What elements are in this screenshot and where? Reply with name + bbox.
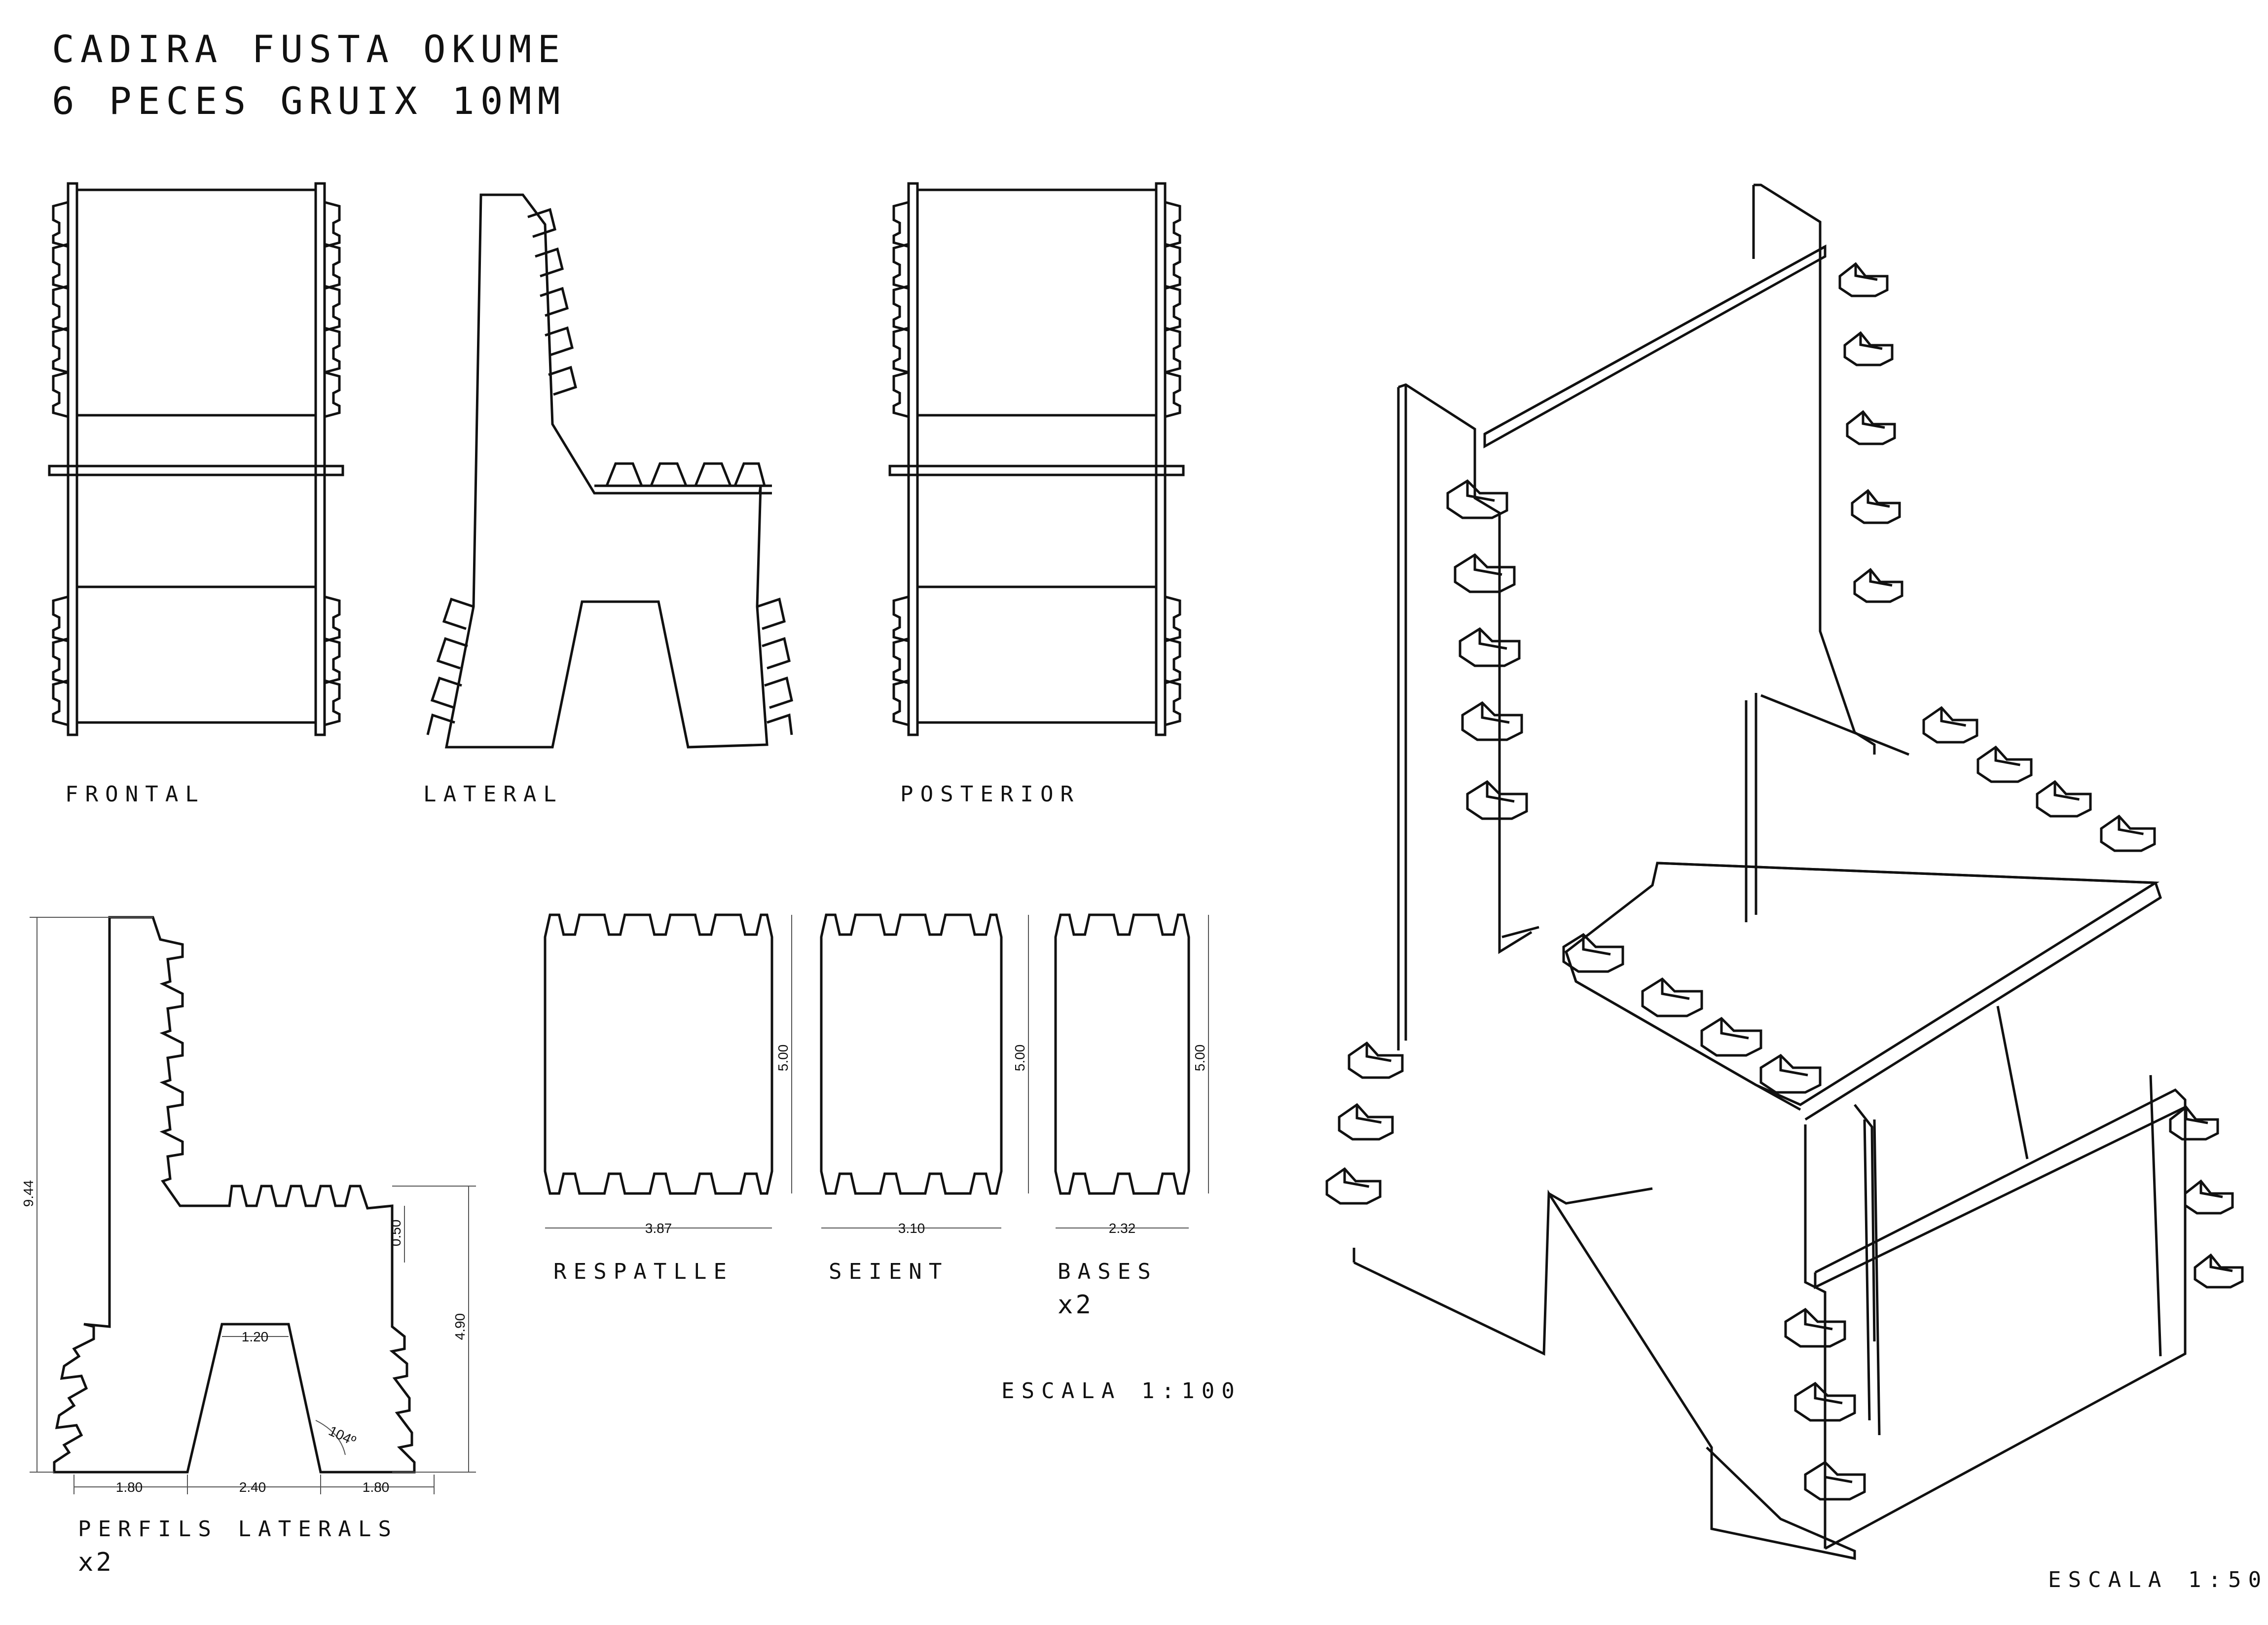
joint-tab <box>1165 595 1181 643</box>
joint-tab <box>52 371 69 418</box>
dim-perfil-base-right: 1.80 <box>363 1480 390 1495</box>
pieces-scale-label: ESCALA 1:100 <box>1001 1378 1242 1404</box>
dim-respatlle-height: 5.00 <box>775 1045 791 1072</box>
seient-piece <box>820 913 1003 1195</box>
posterior-view-label: POSTERIOR <box>900 782 1081 807</box>
isometric-scale-label: ESCALA 1:50 <box>2048 1567 2268 1592</box>
respatlle-label: RESPATLLE <box>553 1259 734 1284</box>
joint-tab <box>52 595 69 643</box>
joint-tab <box>1165 637 1181 685</box>
dimension-values: 9.44 4.90 0.50 1.20 104º 1.80 2.40 1.80 … <box>21 1045 1207 1495</box>
dim-bases-width: 2.32 <box>1109 1221 1136 1236</box>
iso-joint-tab <box>1976 745 2033 783</box>
joint-tab <box>892 243 909 290</box>
iso-joint-tab <box>1641 977 1703 1017</box>
bases-piece <box>1054 913 1190 1195</box>
iso-joint-tab <box>1338 1103 1394 1141</box>
frontal-view-label: FRONTAL <box>65 782 205 807</box>
iso-joint-tab <box>1700 1016 1762 1057</box>
joint-tab <box>892 201 909 248</box>
joint-tab <box>324 201 341 248</box>
joint-tab <box>324 285 341 332</box>
iso-joint-tab <box>1446 479 1508 519</box>
lateral-view-label: LATERAL <box>423 782 563 807</box>
iso-joint-tab <box>2194 1253 2244 1289</box>
joint-tab <box>52 285 69 332</box>
joint-tab <box>1165 285 1181 332</box>
lateral-view <box>426 193 793 749</box>
dim-perfil-seat-offset: 0.50 <box>388 1220 403 1247</box>
iso-joint-tab <box>1454 553 1516 593</box>
dim-seient-height: 5.00 <box>1012 1045 1027 1072</box>
dim-seient-width: 3.10 <box>898 1221 925 1236</box>
iso-joint-tab <box>1804 1460 1866 1501</box>
joint-tab <box>324 595 341 643</box>
joint-tab <box>1165 326 1181 374</box>
joint-tab <box>892 326 909 374</box>
joint-tab <box>324 679 341 726</box>
iso-joint-tab <box>2169 1105 2219 1141</box>
joint-tab <box>52 201 69 248</box>
iso-joint-tab <box>1794 1381 1856 1422</box>
dim-bases-height: 5.00 <box>1192 1045 1207 1072</box>
joint-tab <box>52 679 69 726</box>
dim-respatlle-width: 3.87 <box>645 1221 672 1236</box>
joint-tab <box>892 637 909 685</box>
joint-tab <box>1165 679 1181 726</box>
iso-joint-tab <box>1853 568 1903 603</box>
joint-tab <box>324 371 341 418</box>
joint-tab <box>1165 243 1181 290</box>
iso-joint-tab <box>2184 1179 2234 1215</box>
seient-label: SEIENT <box>829 1259 949 1284</box>
drawing-subtitle: 6 PECES GRUIX 10MM <box>52 79 566 123</box>
joint-tab <box>52 243 69 290</box>
dim-perfil-base-left: 1.80 <box>116 1480 143 1495</box>
iso-joint-tab <box>1562 933 1624 973</box>
respatlle-piece <box>544 913 773 1195</box>
drawing-title: CADIRA FUSTA OKUME <box>52 27 566 71</box>
joint-tab <box>892 595 909 643</box>
iso-joint-tab <box>1759 1053 1822 1094</box>
joint-tab <box>1165 371 1181 418</box>
isometric-chair <box>1325 183 2244 1560</box>
iso-joint-tab <box>1851 489 1901 524</box>
posterior-view <box>888 182 1185 736</box>
joint-tab <box>324 243 341 290</box>
dimension-lines <box>30 915 1209 1494</box>
joint-tab <box>892 679 909 726</box>
iso-joint-tab <box>1846 410 1896 445</box>
iso-joint-tab <box>1922 706 1978 744</box>
joint-tab <box>892 285 909 332</box>
iso-joint-tab <box>1843 331 1894 366</box>
iso-joint-tab <box>1461 701 1523 741</box>
iso-joint-tab <box>1784 1307 1846 1348</box>
iso-joint-tab <box>1466 780 1528 820</box>
iso-joint-tab <box>1325 1167 1382 1205</box>
iso-joint-tab <box>1348 1041 1404 1079</box>
joint-tab <box>1165 201 1181 248</box>
joint-tab <box>52 326 69 374</box>
frontal-view <box>48 182 344 736</box>
joint-tab <box>324 326 341 374</box>
dim-perfil-height: 9.44 <box>21 1180 36 1207</box>
iso-joint-tab <box>2036 780 2092 818</box>
joint-tab <box>52 637 69 685</box>
iso-joint-tab <box>2100 814 2156 852</box>
perfils-laterals-label: PERFILS LATERALS <box>78 1517 399 1542</box>
joint-tab <box>892 371 909 418</box>
perfil-lateral-piece <box>53 916 416 1474</box>
bases-qty: x2 <box>1058 1290 1094 1320</box>
dim-perfil-base-mid: 2.40 <box>239 1480 266 1495</box>
iso-joint-tab <box>1459 627 1521 667</box>
bases-label: BASES <box>1058 1259 1158 1284</box>
joint-tab <box>324 637 341 685</box>
iso-joint-tab <box>1838 262 1889 297</box>
dim-perfil-top-gap: 1.20 <box>242 1329 269 1344</box>
dim-perfil-lower-height: 4.90 <box>452 1313 468 1340</box>
perfils-qty: x2 <box>78 1548 114 1577</box>
